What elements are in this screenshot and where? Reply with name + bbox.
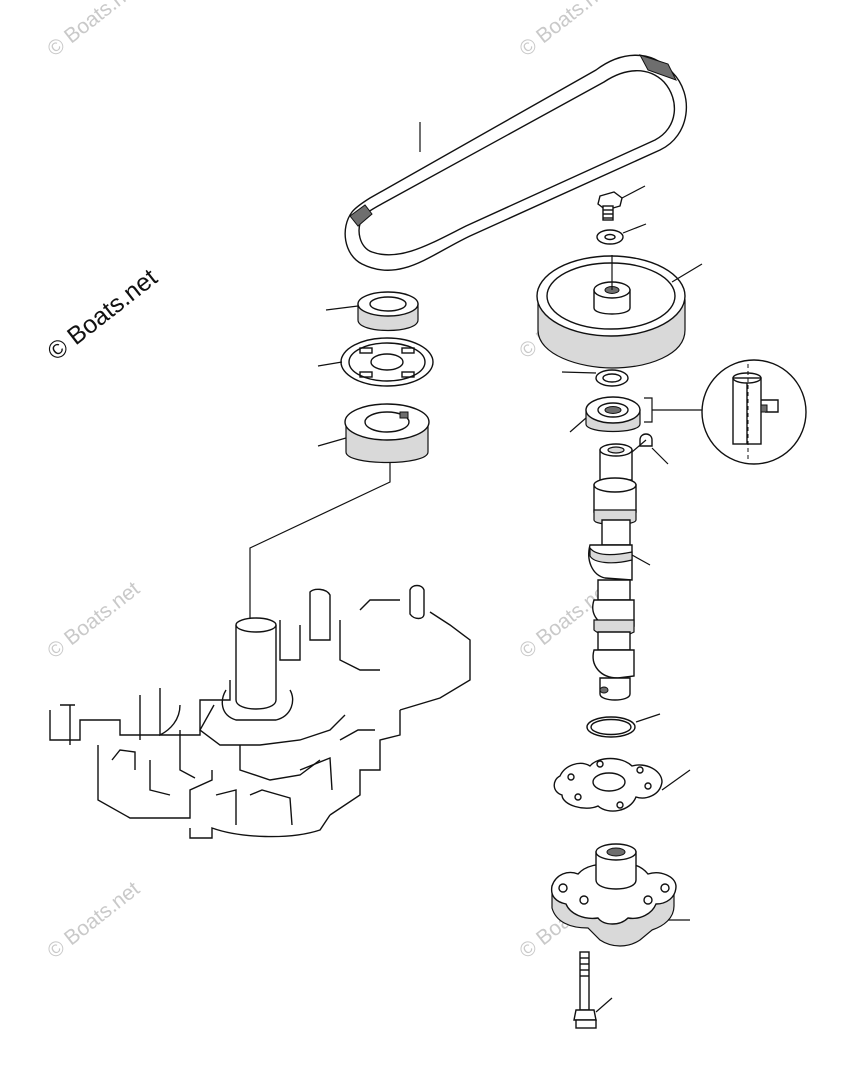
- timing-belt: [344, 54, 687, 272]
- belt-guide-plate: [317, 337, 434, 387]
- camshaft-pulley: [536, 255, 703, 369]
- camshaft-pulley-seal: [569, 396, 705, 433]
- bolt: [597, 185, 646, 221]
- thrust-washer: [561, 369, 629, 387]
- oil-pump-gasket: [553, 757, 691, 812]
- cylinder-block: [49, 584, 471, 839]
- camshaft: [588, 439, 651, 701]
- woodruff-key: [639, 433, 669, 465]
- oil-seal: [325, 291, 419, 332]
- oil-pump-assembly: [550, 843, 690, 947]
- crankshaft-drive-pulley: [317, 403, 430, 464]
- oil-pump-bolt: [573, 951, 613, 1029]
- o-ring: [586, 713, 661, 738]
- washer: [596, 223, 647, 245]
- seal-detail-callout: [701, 359, 807, 465]
